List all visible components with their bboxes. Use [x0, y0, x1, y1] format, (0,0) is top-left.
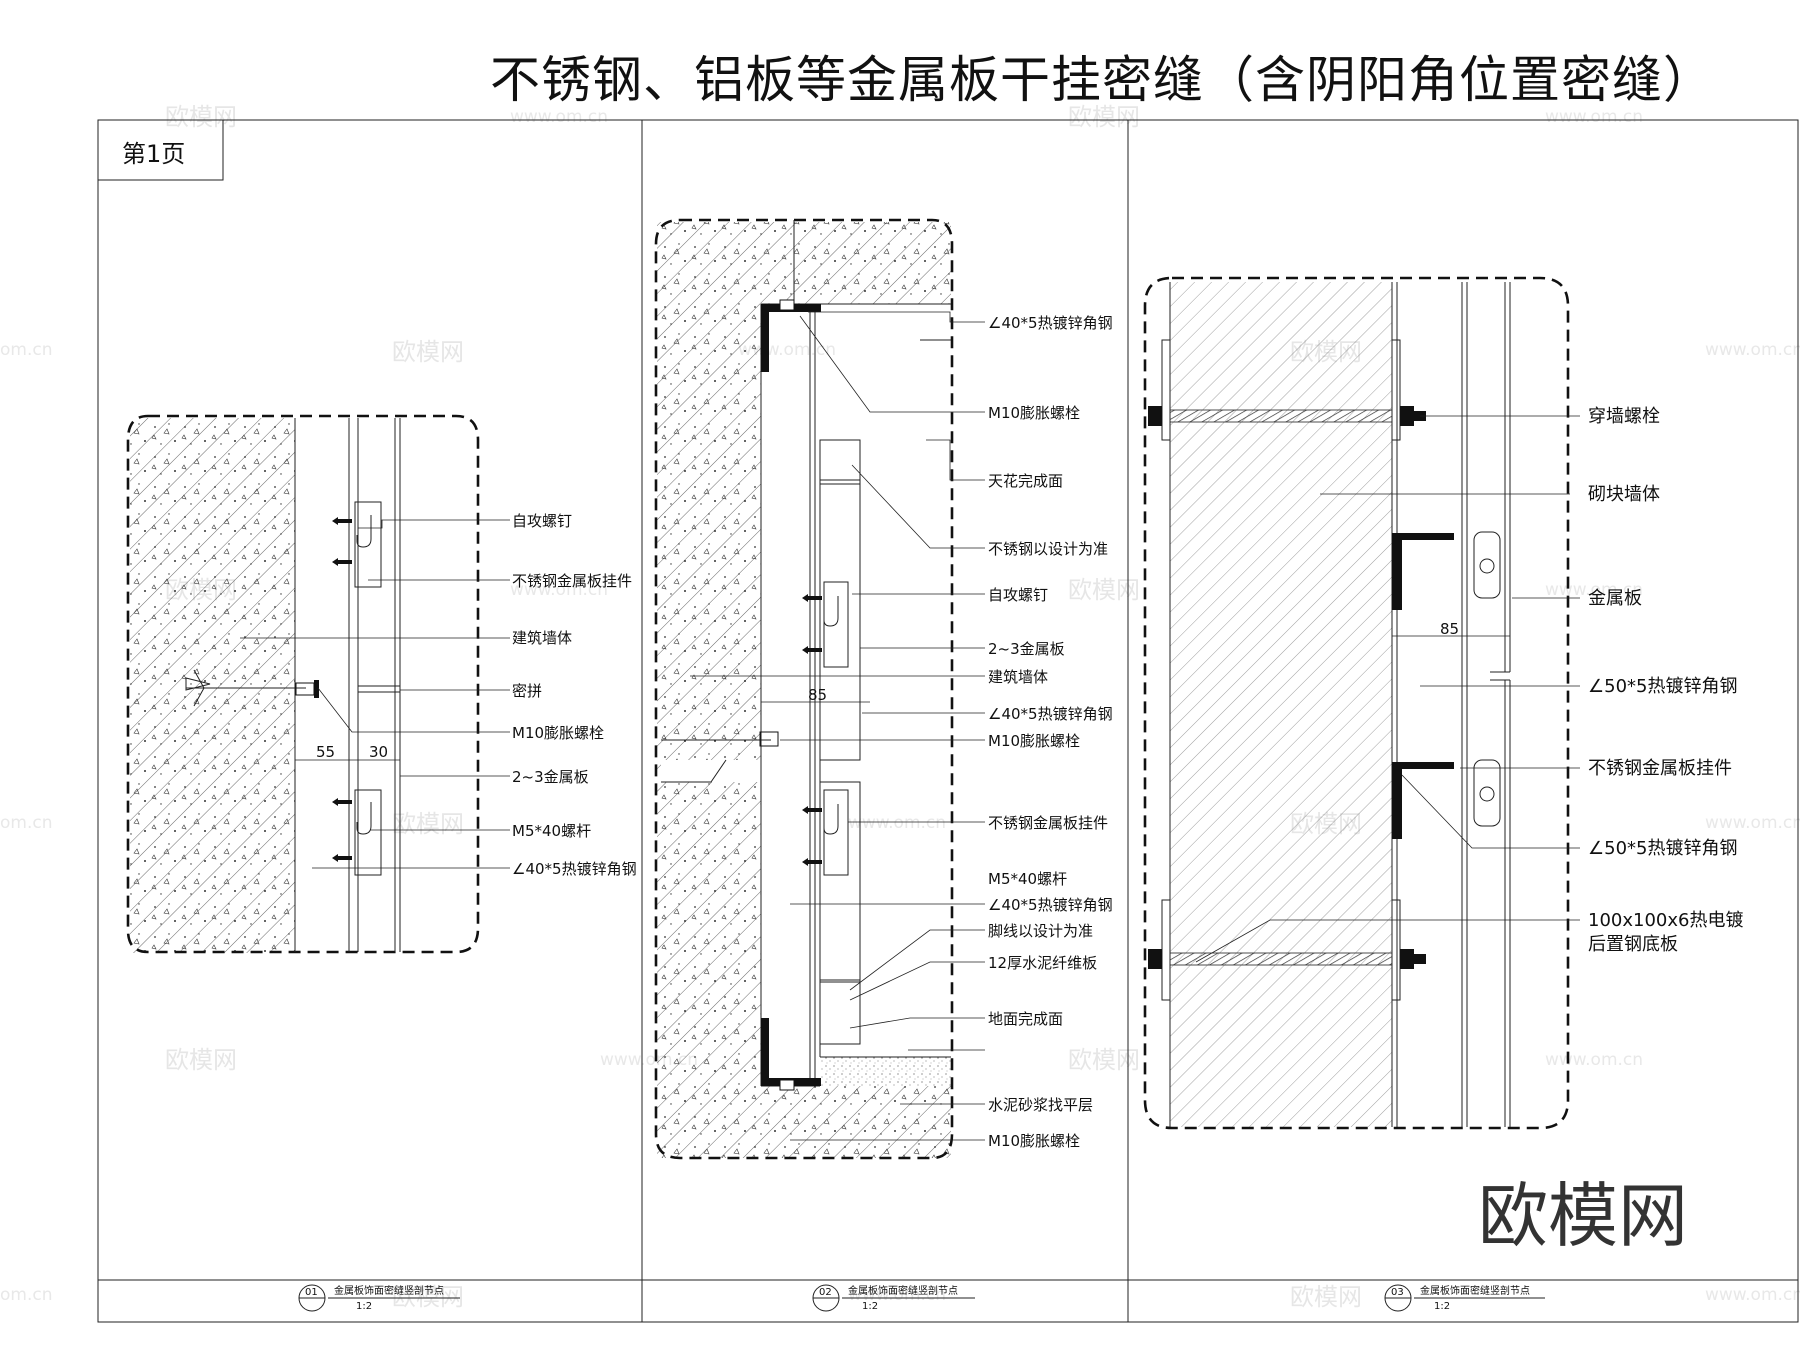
label-building-wall: 建筑墙体 [988, 668, 1048, 686]
label-block-wall: 砌块墙体 [1588, 484, 1660, 505]
label-hanger: 不锈钢金属板挂件 [988, 814, 1108, 832]
label-self-tapping-screw: 自攻螺钉 [512, 512, 572, 530]
label-metal-plate: 2~3金属板 [512, 768, 589, 786]
caption-scale: 1:2 [1434, 1301, 1450, 1312]
label-hanger: 不锈钢金属板挂件 [1588, 758, 1732, 779]
watermark-text: 欧模网 [392, 338, 464, 366]
page-label: 第1页 [122, 140, 185, 168]
caption-number: 01 [305, 1287, 318, 1298]
watermark-text: 欧模网 [1068, 1046, 1140, 1074]
watermark-text: 欧模网 [392, 1283, 464, 1311]
detail-3: 穿墙螺栓 砌块墙体 金属板 ∠50*5热镀锌角钢 不锈钢金属板挂件 ∠50*5热… [1143, 276, 1743, 1130]
label-base-plate-line2: 后置钢底板 [1588, 934, 1678, 955]
label-skirting: 脚线以设计为准 [988, 922, 1093, 940]
label-angle-steel-bottom: ∠40*5热镀锌角钢 [988, 896, 1113, 914]
label-tight-joint: 密拼 [512, 682, 542, 700]
label-angle-steel-lower: ∠50*5热镀锌角钢 [1588, 838, 1738, 859]
label-angle-steel-upper: ∠50*5热镀锌角钢 [1588, 676, 1738, 697]
label-screw-rod: M5*40螺杆 [988, 870, 1067, 888]
watermark-url: www.om.cn [1705, 813, 1800, 833]
watermark-url: om.cn [0, 1285, 53, 1305]
caption-3: 03 金属板饰面密缝竖剖节点 1:2 [1384, 1284, 1545, 1312]
label-angle-steel-mid: ∠40*5热镀锌角钢 [988, 705, 1113, 723]
watermark-url: www.om.cn [1705, 340, 1800, 360]
watermark-text: 欧模网 [1290, 1283, 1362, 1311]
watermark-text: 欧模网 [1068, 103, 1140, 131]
label-expansion-bolt-top: M10膨胀螺栓 [988, 404, 1080, 422]
watermark-text: 欧模网 [392, 810, 464, 838]
watermark-text: 欧模网 [1068, 576, 1140, 604]
label-through-wall-bolt: 穿墙螺栓 [1588, 406, 1660, 427]
label-floor-finish: 地面完成面 [988, 1010, 1063, 1028]
detail-1: 自攻螺钉 不锈钢金属板挂件 建筑墙体 密拼 M10膨胀螺栓 2~3金属板 M5*… [126, 414, 637, 954]
watermark-url: www.om.cn [1705, 1285, 1800, 1305]
caption-1: 01 金属板饰面密缝竖剖节点 1:2 [298, 1284, 460, 1312]
label-hanger: 不锈钢金属板挂件 [512, 572, 632, 590]
caption-scale: 1:2 [356, 1301, 372, 1312]
dimension-85: 85 [1440, 620, 1459, 638]
caption-scale: 1:2 [862, 1301, 878, 1312]
dimension-55: 55 [316, 743, 335, 761]
watermark-url: om.cn [0, 340, 53, 360]
sheet-frame [97, 119, 1799, 1323]
label-stainless-by-design: 不锈钢以设计为准 [988, 540, 1108, 558]
watermark-url: om.cn [0, 813, 53, 833]
label-screw-rod: M5*40螺杆 [512, 822, 591, 840]
label-angle-steel: ∠40*5热镀锌角钢 [512, 860, 637, 878]
label-angle-steel-top: ∠40*5热镀锌角钢 [988, 314, 1113, 332]
watermark-url: www.om.cn [848, 1285, 946, 1305]
detail-2: ∠40*5热镀锌角钢 M10膨胀螺栓 天花完成面 不锈钢以设计为准 自攻螺钉 2… [654, 218, 1113, 1160]
caption-number: 03 [1391, 1287, 1404, 1298]
label-mortar-leveling: 水泥砂浆找平层 [988, 1096, 1093, 1114]
label-building-wall: 建筑墙体 [512, 629, 572, 647]
label-metal-plate: 金属板 [1588, 588, 1642, 609]
label-expansion-bolt-mid: M10膨胀螺栓 [988, 732, 1080, 750]
label-metal-plate: 2~3金属板 [988, 640, 1065, 658]
label-expansion-bolt: M10膨胀螺栓 [512, 724, 604, 742]
logo: 欧模网 [1478, 1175, 1688, 1257]
caption-title: 金属板饰面密缝竖剖节点 [848, 1284, 958, 1297]
watermark-url: www.om.cn [1545, 580, 1643, 600]
caption-title: 金属板饰面密缝竖剖节点 [1420, 1284, 1530, 1297]
watermark-url: www.om.cn [510, 580, 608, 600]
dimension-30: 30 [369, 743, 388, 761]
watermark-url: www.om.cn [1545, 107, 1643, 127]
watermark-text: 欧模网 [165, 1046, 237, 1074]
dimension-85: 85 [808, 686, 827, 704]
caption-2: 02 金属板饰面密缝竖剖节点 1:2 [812, 1284, 975, 1312]
label-ceiling-finish: 天花完成面 [988, 472, 1063, 490]
label-base-plate-line1: 100x100x6热电镀 [1588, 910, 1743, 931]
watermark-text: 欧模网 [165, 103, 237, 131]
drawing-title: 不锈钢、铝板等金属板干挂密缝（含阴阳角位置密缝） [490, 51, 1714, 109]
caption-title: 金属板饰面密缝竖剖节点 [334, 1284, 444, 1297]
label-cement-fiber-board: 12厚水泥纤维板 [988, 954, 1097, 972]
watermark-url: www.om.cn [848, 813, 946, 833]
caption-number: 02 [819, 1287, 832, 1298]
label-self-tapping-screw: 自攻螺钉 [988, 586, 1048, 604]
watermark-url: www.om.cn [510, 107, 608, 127]
label-expansion-bolt-bottom: M10膨胀螺栓 [988, 1132, 1080, 1150]
watermark-url: www.om.cn [1545, 1050, 1643, 1070]
